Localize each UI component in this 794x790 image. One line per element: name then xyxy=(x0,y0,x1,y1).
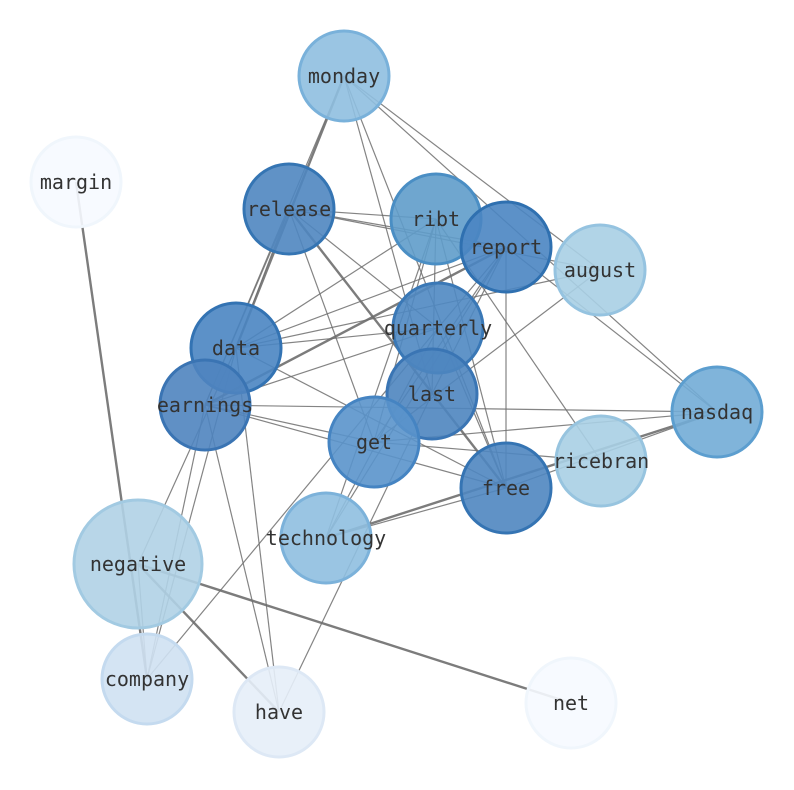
node-label-august: august xyxy=(564,258,636,282)
node-report: report xyxy=(459,200,553,294)
node-august: august xyxy=(553,223,647,317)
node-technology: technology xyxy=(266,491,386,585)
node-release: release xyxy=(242,162,336,256)
node-label-get: get xyxy=(356,430,392,454)
node-label-technology: technology xyxy=(266,526,386,550)
node-circle-net xyxy=(524,656,618,750)
node-circle-get xyxy=(327,395,421,489)
node-label-earnings: earnings xyxy=(157,393,253,417)
edge-monday-august xyxy=(343,75,601,271)
node-label-monday: monday xyxy=(308,64,380,88)
nodes-layer: monday margin release ribt report august quart… xyxy=(29,29,764,759)
node-quarterly: quarterly xyxy=(384,281,492,375)
edge-ribt-technology xyxy=(325,218,437,539)
node-circle-ricebran xyxy=(554,414,648,508)
node-label-net: net xyxy=(553,691,589,715)
node-circle-negative xyxy=(72,498,204,630)
node-label-ribt: ribt xyxy=(412,207,460,231)
node-earnings: earnings xyxy=(157,358,253,452)
node-label-report: report xyxy=(470,235,542,259)
node-label-data: data xyxy=(212,336,260,360)
node-circle-free xyxy=(459,441,553,535)
node-circle-earnings xyxy=(158,358,252,452)
node-ribt: ribt xyxy=(389,172,483,266)
node-nasdaq: nasdaq xyxy=(670,365,764,459)
node-label-last: last xyxy=(408,382,456,406)
node-ricebran: ricebran xyxy=(553,414,649,508)
node-label-negative: negative xyxy=(90,552,186,576)
node-circle-nasdaq xyxy=(670,365,764,459)
node-circle-have xyxy=(232,665,326,759)
node-label-quarterly: quarterly xyxy=(384,316,492,340)
node-monday: monday xyxy=(297,29,391,123)
node-circle-technology xyxy=(279,491,373,585)
node-label-margin: margin xyxy=(40,170,112,194)
edge-negative-net xyxy=(137,562,572,705)
node-label-company: company xyxy=(105,667,189,691)
node-label-ricebran: ricebran xyxy=(553,449,649,473)
node-circle-release xyxy=(242,162,336,256)
node-have: have xyxy=(232,665,326,759)
edge-monday-free xyxy=(343,75,507,489)
node-net: net xyxy=(524,656,618,750)
node-circle-report xyxy=(459,200,553,294)
edge-earnings-have xyxy=(204,404,280,713)
node-circle-monday xyxy=(297,29,391,123)
node-circle-margin xyxy=(29,135,123,229)
node-label-release: release xyxy=(247,197,331,221)
node-margin: margin xyxy=(29,135,123,229)
edge-report-data xyxy=(235,246,507,349)
node-circle-august xyxy=(553,223,647,317)
node-label-free: free xyxy=(482,476,530,500)
node-label-nasdaq: nasdaq xyxy=(681,400,753,424)
node-get: get xyxy=(327,395,421,489)
node-label-have: have xyxy=(255,700,303,724)
node-company: company xyxy=(100,632,194,726)
node-circle-company xyxy=(100,632,194,726)
node-negative: negative xyxy=(72,498,204,630)
node-free: free xyxy=(459,441,553,535)
